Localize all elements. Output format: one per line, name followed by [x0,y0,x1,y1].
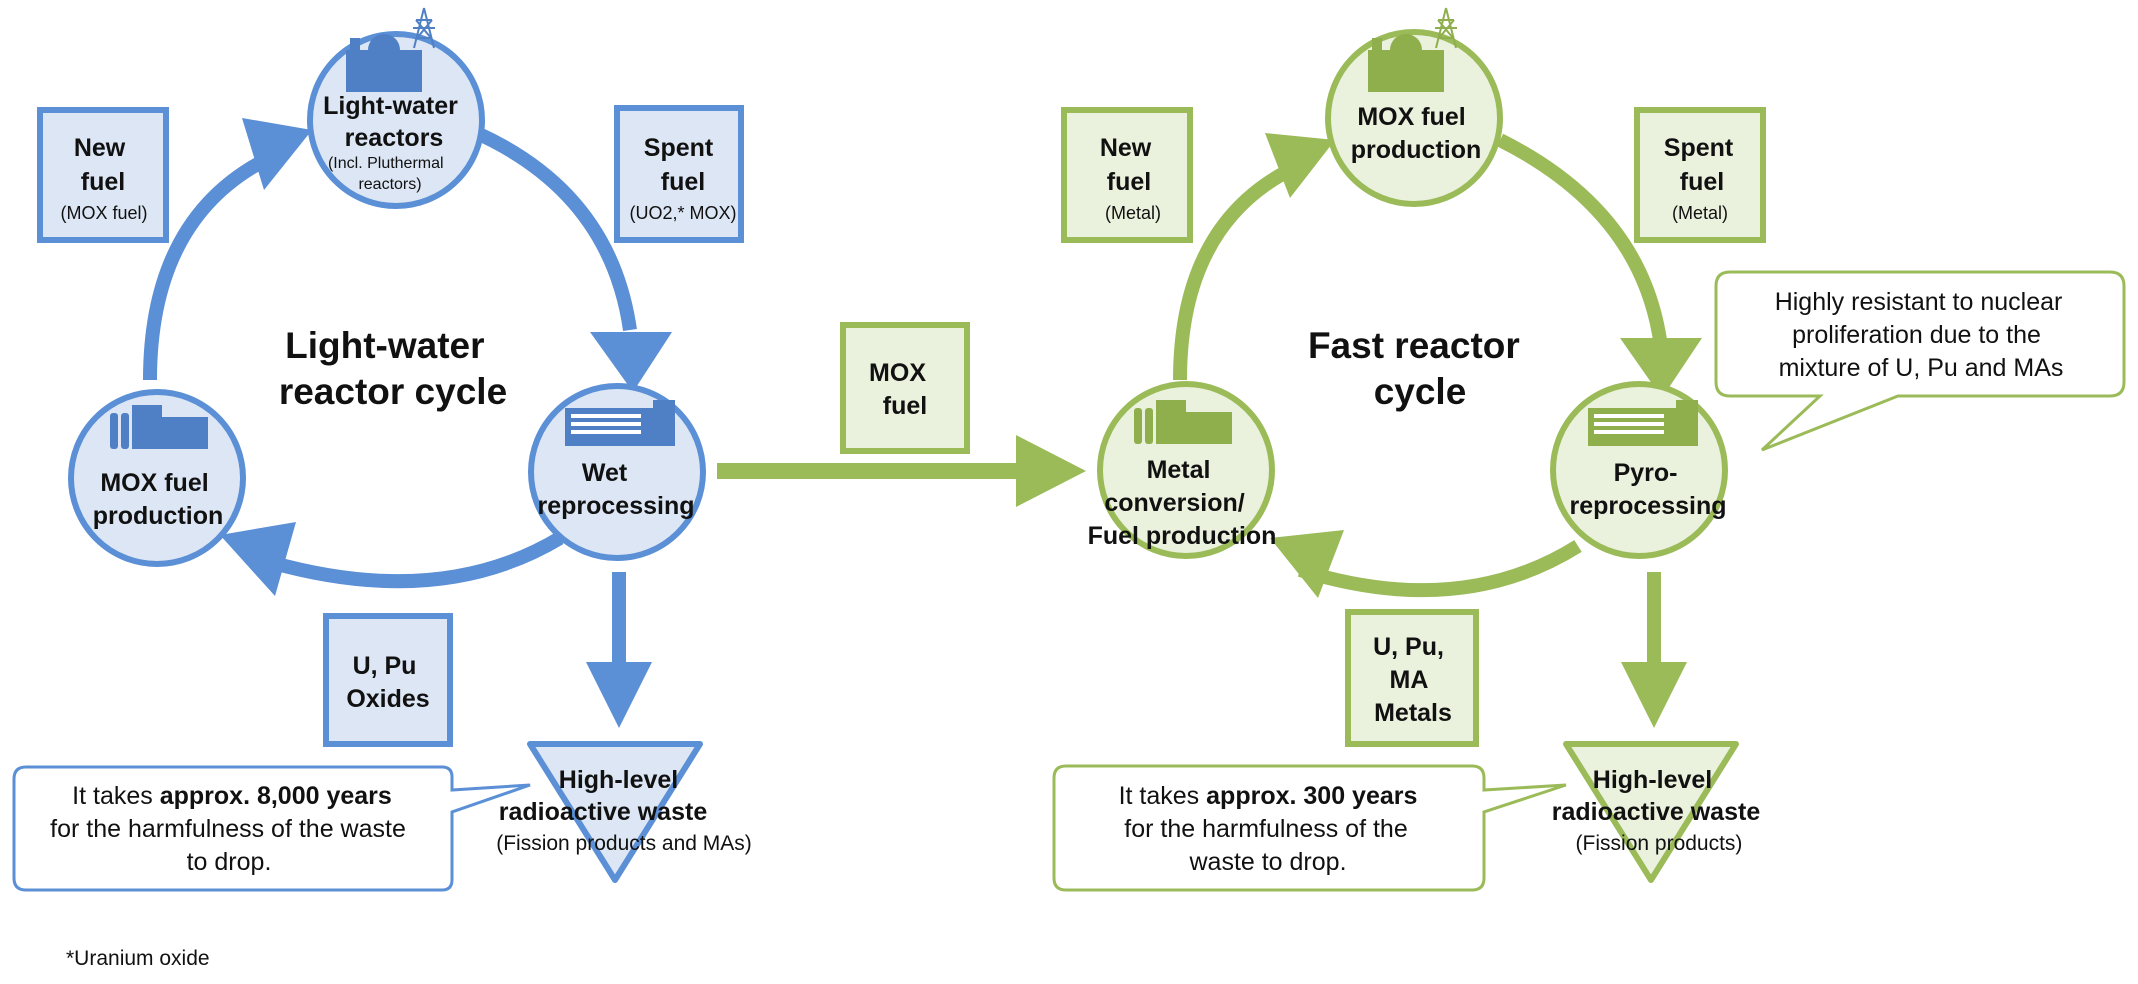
lwr-waste-triangle: High-level radioactive waste (Fission pr… [496,741,752,883]
lwr-new-fuel-note: (MOX fuel) [60,203,147,223]
fr-spent-fuel-note: (Metal) [1672,203,1728,223]
fr-waste-triangle: High-level radioactive waste (Fission pr… [1552,741,1761,883]
fr-u-pu-ma-label: U, Pu, [1373,633,1444,661]
svg-text:It takes approx. 8,000 years: It takes approx. 8,000 years [72,782,392,810]
lwr-reactor-label: Light-water [323,92,458,120]
fr-metal-conversion-label: Metal [1147,456,1211,484]
fr-cycle-title: Fast reactor cycle [1308,325,1530,412]
svg-text:Highly resistant to nuclear: Highly resistant to nuclear proliferatio… [1775,288,2070,382]
svg-text:High-level radioactive: High-level radioactive waste [1552,766,1761,826]
svg-text:Spent fuel: Spent fuel [1664,134,1740,196]
footnote: *Uranium oxide [66,947,210,970]
fr-waste-label: High-level [1593,766,1712,794]
svg-text:Spent fuel: Spent fuel [644,134,720,196]
lwr-arrow-mox-to-reactor [143,118,312,381]
svg-text:Wet reprocessing: Wet reprocessing [537,459,694,520]
svg-text:Light-water reactors: Light-water reactors [323,92,465,152]
svg-text:New fuel: New fuel [1100,134,1158,196]
lwr-mox-production-label: MOX fuel [100,469,208,497]
svg-text:High-level radioactive: High-level radioactive waste [499,766,708,826]
fr-arrow-pyro-to-metal [1270,530,1582,598]
svg-text:(Incl. Pluthermal reac: (Incl. Pluthermal reactors) [328,155,448,193]
lwr-waste-label: High-level [559,766,678,794]
lwr-spent-fuel-note: (UO2,* MOX) [629,203,736,223]
fr-new-fuel-label: New [1100,134,1152,162]
fr-spent-fuel-label: Spent [1664,134,1734,162]
svg-text:MOX fuel production: MOX fuel production [93,469,224,530]
svg-text:to drop.: to drop. [187,848,272,876]
fr-proliferation-callout: Highly resistant to nuclear proliferatio… [1714,270,2126,452]
svg-text:MOX fuel: MOX fuel [869,359,933,420]
lwr-harmfulness-callout: It takes approx. 8,000 years for the har… [12,765,531,892]
lwr-cycle-title: Light-water reactor cycle [279,325,507,412]
fr-mox-production-label: MOX fuel [1357,103,1465,131]
lwr-arrow-reactor-to-reprocessing [467,123,672,392]
lwr-arrow-to-waste [586,572,652,728]
fr-pyro-reprocessing-label: Pyro- [1614,459,1678,487]
fr-spent-fuel-box: Spent fuel (Metal) [1634,107,1766,243]
svg-text:New fuel: New fuel [74,134,132,196]
lwr-waste-note: (Fission products and MAs) [496,832,752,855]
fr-arrow-reactor-to-pyro [1496,133,1702,398]
svg-text:It takes approx. 300 years: It takes approx. 300 years [1119,782,1418,810]
mox-transfer-label: MOX [869,359,926,387]
lwr-arrow-reprocessing-to-mox [220,522,564,596]
fr-arrow-to-waste [1621,572,1687,728]
lwr-u-pu-oxides-label: U, Pu [353,652,417,680]
mox-transfer: MOX fuel [717,322,1086,507]
fr-harmfulness-callout: It takes approx. 300 years for the harmf… [1052,764,1567,892]
fr-pyro-reprocessing-node: Pyro- reprocessing [1550,381,1728,559]
lwr-spent-fuel-box: Spent fuel (UO2,* MOX) [614,105,744,243]
svg-text:U, Pu Oxides: U, Pu Oxides [346,652,429,713]
fr-waste-note: (Fission products) [1576,832,1743,855]
fr-mox-production-node: MOX fuel production [1325,7,1503,207]
svg-text:Pyro- reprocessing: Pyro- reprocessing [1569,459,1726,520]
svg-text:MOX fuel production: MOX fuel production [1351,103,1482,164]
svg-text:Metal conversion/: Metal conversion/ Fuel production [1088,456,1277,550]
lwr-new-fuel-label: New [74,134,126,162]
fr-new-fuel-note: (Metal) [1105,203,1161,223]
lwr-wet-reprocessing-node: Wet reprocessing [528,383,706,561]
lwr-reactor-node: Light-water reactors (Incl. Pluthermal r… [307,7,485,209]
svg-text:U, Pu, MA Meta: U, Pu, MA Metals [1373,633,1452,727]
svg-text:for the harmfulness of the was: for the harmfulness of the waste [50,815,406,843]
fr-new-fuel-box: New fuel (Metal) [1061,107,1193,243]
fr-arrow-metal-to-reactor [1173,133,1335,381]
lwr-wet-reprocessing-label: Wet [582,459,628,487]
fr-metal-conversion-node: Metal conversion/ Fuel production [1088,381,1277,559]
svg-text:for the harmfulness of the: for the harmfulness of the [1124,815,1407,843]
svg-text:waste to drop.: waste to drop. [1188,848,1346,876]
lwr-spent-fuel-label: Spent [644,134,714,162]
lwr-mox-production-node: MOX fuel production [68,389,246,567]
fr-cycle: Fast reactor cycle MOX fuel production M… [1052,7,2126,892]
lwr-new-fuel-box: New fuel (MOX fuel) [37,107,169,243]
lwr-cycle: Light-water reactor cycle Light-water re… [12,7,752,892]
fr-u-pu-ma-box: U, Pu, MA Metals [1345,609,1479,747]
lwr-u-pu-oxides-box: U, Pu Oxides [323,613,453,747]
lwr-reactor-note: (Incl. Pluthermal [328,155,444,172]
